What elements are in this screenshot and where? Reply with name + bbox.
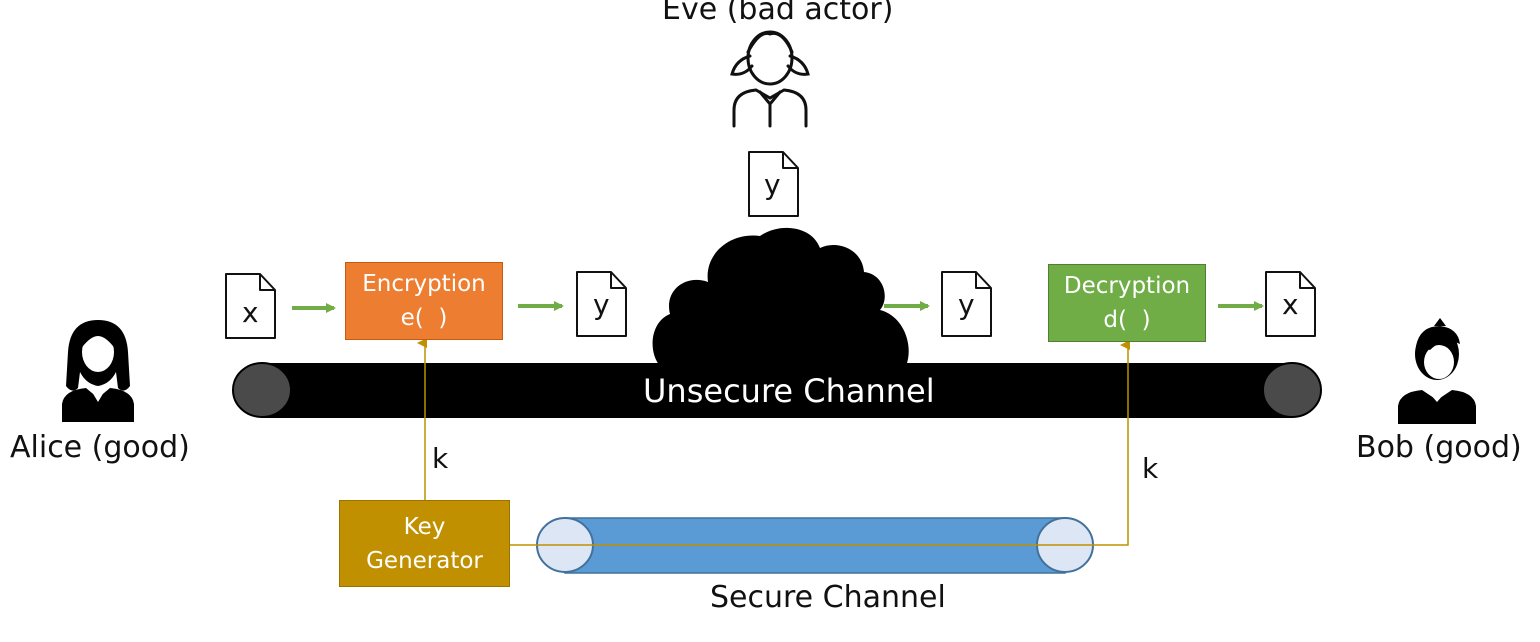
unsecure-channel-left-end bbox=[232, 362, 292, 418]
unsecure-channel-label: Unsecure Channel bbox=[643, 372, 935, 410]
decryption-title: Decryption bbox=[1063, 273, 1191, 299]
unsecure-channel-body bbox=[262, 363, 1292, 418]
bob-label: Bob (good) bbox=[1356, 430, 1522, 465]
key-generator-line1: Key bbox=[403, 513, 446, 540]
document-icon bbox=[1265, 271, 1316, 337]
key-label-left: k bbox=[432, 442, 449, 475]
key-line-to-decryption bbox=[510, 340, 1130, 546]
plaintext-in-text: x bbox=[242, 296, 259, 329]
encryption-title: Encryption bbox=[362, 271, 486, 297]
alice-label: Alice (good) bbox=[10, 430, 190, 465]
eve-label: Eve (bad actor) bbox=[662, 0, 894, 27]
bob-icon bbox=[1398, 318, 1476, 424]
document-icon bbox=[941, 271, 992, 337]
ciphertext-out-text: y bbox=[593, 288, 610, 321]
document-icon bbox=[748, 151, 799, 217]
document-icon bbox=[576, 271, 627, 337]
secure-channel-label: Secure Channel bbox=[710, 580, 946, 615]
document-icon bbox=[225, 273, 276, 339]
decryption-box: Decryption d( ) bbox=[1048, 264, 1206, 342]
encryption-box: Encryption e( ) bbox=[345, 262, 503, 340]
eve-icon bbox=[730, 30, 810, 128]
eve-document-text: y bbox=[764, 168, 781, 201]
key-generator-box: Key Generator bbox=[339, 500, 510, 587]
plaintext-out-text: x bbox=[1282, 288, 1299, 321]
key-label-right: k bbox=[1142, 452, 1159, 485]
unsecure-channel-right-end bbox=[1262, 362, 1322, 418]
cloud-icon bbox=[652, 227, 909, 366]
ciphertext-in-text: y bbox=[958, 288, 975, 321]
key-generator-line2: Generator bbox=[366, 547, 483, 574]
decryption-function: d( ) bbox=[1103, 307, 1151, 333]
encryption-function: e( ) bbox=[400, 305, 448, 331]
alice-icon bbox=[62, 320, 134, 422]
